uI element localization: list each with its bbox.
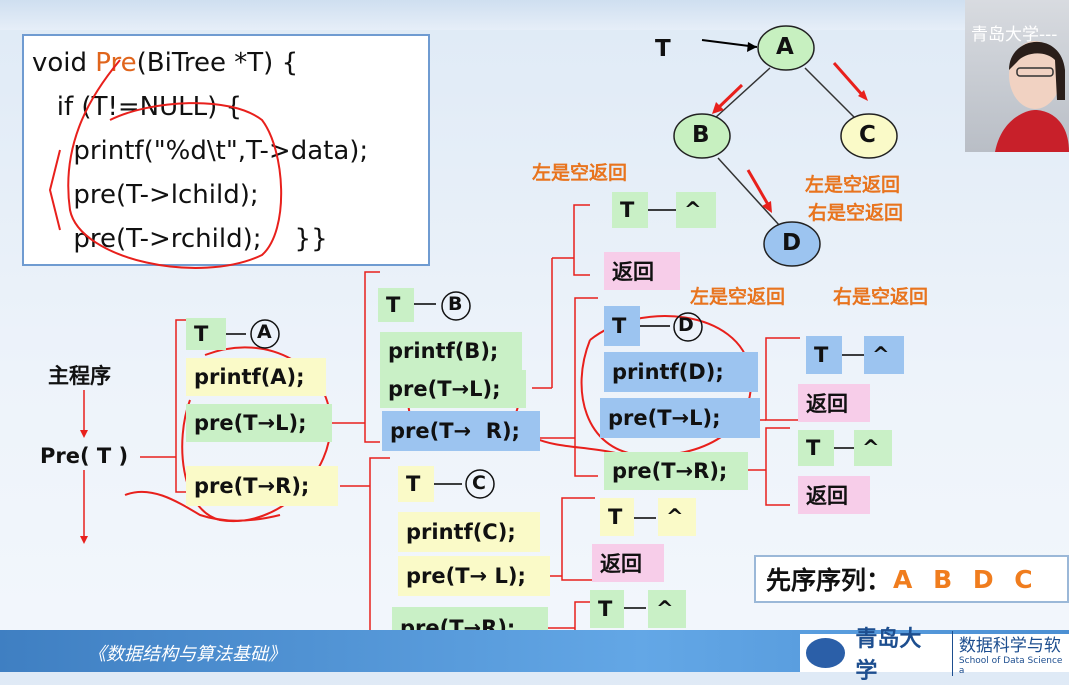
code-fn-name: Pre: [95, 48, 137, 78]
frame-D-preR: pre(T→R);: [604, 452, 748, 490]
code-line-1: void Pre(BiTree *T) {: [32, 48, 298, 78]
trav-arrow-3: [746, 169, 772, 209]
tree-node-A-label: A: [776, 34, 794, 60]
frame-B-node: B: [448, 293, 463, 315]
department-english: School of Data Science a: [958, 655, 1063, 676]
edge-A-B: [714, 67, 771, 119]
annotation-right-empty-2: 右是空返回: [833, 286, 929, 308]
main-call: Pre( T ): [40, 444, 129, 468]
code-line-5: pre(T->rchild); }}: [32, 224, 328, 254]
frame-B-preL: pre(T→L);: [380, 370, 526, 408]
tree-node-A: [757, 25, 815, 71]
tree-node-D-label: D: [782, 230, 802, 256]
bracket-D: [574, 297, 598, 477]
edge-A-C: [804, 67, 856, 119]
frame-CL-return: 返回: [592, 544, 664, 582]
tree-node-C: [840, 113, 898, 159]
main-arrow-1-head: [80, 430, 88, 438]
bracket-B: [364, 271, 380, 443]
code-signature: (BiTree *T) {: [136, 48, 299, 78]
main-program-label: 主程序: [48, 364, 111, 388]
top-strip: [0, 0, 1069, 30]
trav-arrow-1-head: [712, 102, 724, 114]
department-block: 数据科学与软 School of Data Science a: [951, 630, 1069, 676]
frame-A-node: A: [257, 321, 272, 343]
university-logo-icon: [806, 638, 846, 668]
frame-D-printf: printf(D);: [604, 352, 758, 392]
frame-DR-null: ^: [854, 430, 892, 466]
frame-DR-return: 返回: [798, 476, 870, 514]
ink-mark-code: [48, 149, 61, 231]
circle-marker-A: [250, 319, 280, 349]
main-arrow-2-head: [80, 536, 88, 544]
university-name: 青岛大学: [855, 626, 922, 684]
frame-C-node: C: [472, 472, 486, 494]
tree-pointer-label: T: [655, 36, 671, 62]
frame-C-pointer: T: [398, 466, 434, 502]
code-line-3: printf("%d\t",T->data);: [32, 136, 369, 166]
bracket-D-R: [765, 427, 790, 506]
edge-B-D: [717, 157, 781, 227]
webcam-title: 青岛大学---: [971, 25, 1058, 45]
frame-BL-pointer: T: [612, 192, 648, 228]
tree-node-B-label: B: [692, 122, 710, 148]
frame-CL-null: ^: [658, 498, 696, 536]
frame-D-node: D: [678, 314, 694, 336]
code-line-4: pre(T->lchild);: [32, 180, 259, 210]
tree-node-D: [763, 221, 821, 267]
frame-DL-null: ^: [864, 336, 904, 374]
school-banner: 青岛大学 数据科学与软 School of Data Science a: [800, 626, 1069, 684]
department-name: 数据科学与软: [958, 635, 1061, 656]
frame-B-printf: printf(B);: [380, 332, 522, 370]
ink-underline-A: [124, 490, 281, 522]
tree-node-C-label: C: [859, 122, 876, 148]
bracket-D-L: [765, 337, 800, 421]
preorder-sequence: 先序序列： A B D C: [754, 555, 1069, 603]
frame-BL-null: ^: [676, 192, 716, 228]
annotation-right-empty-1: 右是空返回: [808, 202, 904, 224]
preorder-values: A B D C: [893, 564, 1039, 594]
tree-node-B: [673, 113, 731, 159]
preorder-label: 先序序列：: [766, 566, 892, 595]
ink-circle-code: [67, 59, 283, 269]
annotation-left-empty-3: 左是空返回: [690, 286, 786, 308]
frame-D-preL: pre(T→L);: [600, 398, 760, 438]
frame-DL-pointer: T: [806, 336, 842, 374]
frame-CL-pointer: T: [600, 498, 634, 536]
bracket-C-L: [561, 497, 595, 581]
bracket-C: [369, 457, 390, 637]
course-title: 《数据结构与算法基础》: [88, 644, 286, 665]
trav-arrow-1: [714, 83, 744, 112]
trav-arrow-2-head: [858, 90, 868, 101]
frame-D-pointer: T: [604, 306, 640, 346]
bracket-B-L: [573, 204, 590, 276]
frame-C-preL: pre(T→ L);: [398, 556, 550, 596]
webcam-overlay: 青岛大学---: [965, 0, 1069, 152]
frame-C-printf: printf(C);: [398, 512, 540, 552]
code-void: void: [32, 48, 96, 78]
annotation-left-empty-2: 左是空返回: [805, 174, 901, 196]
frame-A-preR: pre(T→R);: [186, 466, 338, 506]
frame-DR-pointer: T: [798, 430, 834, 466]
frame-A-printf: printf(A);: [186, 358, 326, 396]
circle-marker-B: [441, 291, 471, 321]
frame-BL-return: 返回: [604, 252, 680, 290]
presenter-avatar: [995, 41, 1069, 152]
frame-DL-return: 返回: [798, 384, 870, 422]
frame-B-preR: pre(T→ R);: [382, 411, 540, 451]
code-box: void Pre(BiTree *T) { if (T!=NULL) { pri…: [22, 34, 430, 266]
frame-B-pointer: T: [378, 288, 414, 322]
frame-A-pointer: T: [186, 318, 226, 350]
bracket-A: [175, 319, 190, 493]
trav-arrow-3-head: [762, 201, 772, 213]
tree-pointer-arrowhead: [747, 42, 757, 52]
annotation-left-empty-1: 左是空返回: [532, 162, 628, 184]
circle-marker-C: [465, 469, 495, 499]
trav-arrow-2: [832, 62, 866, 98]
frame-CR-null: ^: [648, 590, 686, 628]
circle-marker-D: [673, 312, 703, 342]
frame-CR-pointer: T: [590, 590, 624, 628]
frame-A-preL: pre(T→L);: [186, 404, 332, 442]
